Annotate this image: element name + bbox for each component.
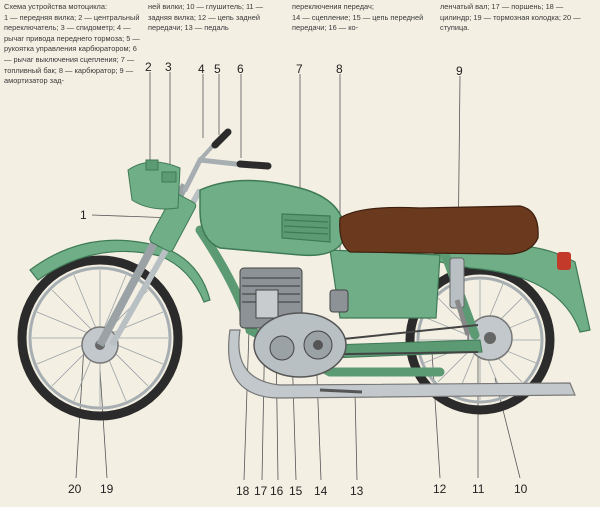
engine [239,267,347,378]
label-12: 12 [433,482,447,496]
tail-light [557,252,571,270]
label-14: 14 [314,484,328,498]
caption-column-1: Схема устройства мотоцикла: 1 — передняя… [4,2,140,86]
seat [339,205,539,255]
leader-lines [75,72,521,481]
carburetor [329,289,349,313]
caption-column-2: ней вилки; 10 — глушитель; 11 — задняя в… [148,2,264,33]
front-fork [96,183,203,347]
caption-column-4: ленчатый вал; 17 — поршень; 18 — цилиндр… [440,2,581,33]
handlebar [182,128,272,193]
ignition-switch [145,159,159,171]
label-11: 11 [472,482,485,496]
label-10: 10 [514,482,528,496]
exhaust [228,329,576,399]
label-20: 20 [68,482,82,496]
label-6: 6 [237,62,244,76]
rear-shock [449,257,471,336]
label-17: 17 [254,484,268,498]
gear-pedal [319,388,363,394]
label-15: 15 [289,484,303,498]
label-19: 19 [100,482,114,496]
label-8: 8 [336,62,343,76]
label-2: 2 [145,60,152,74]
speedometer [161,171,177,183]
label-7: 7 [296,62,303,76]
caption-column-3: переключения передач; 14 — сцепление; 15… [292,2,424,33]
tank-knee-pad [281,213,331,243]
label-16: 16 [270,484,284,498]
swing-arm [329,339,483,359]
label-1: 1 [80,208,87,222]
label-4: 4 [198,62,205,76]
label-3: 3 [165,60,172,74]
label-5: 5 [214,62,221,76]
label-9: 9 [456,64,463,78]
label-18: 18 [236,484,250,498]
label-13: 13 [350,484,364,498]
